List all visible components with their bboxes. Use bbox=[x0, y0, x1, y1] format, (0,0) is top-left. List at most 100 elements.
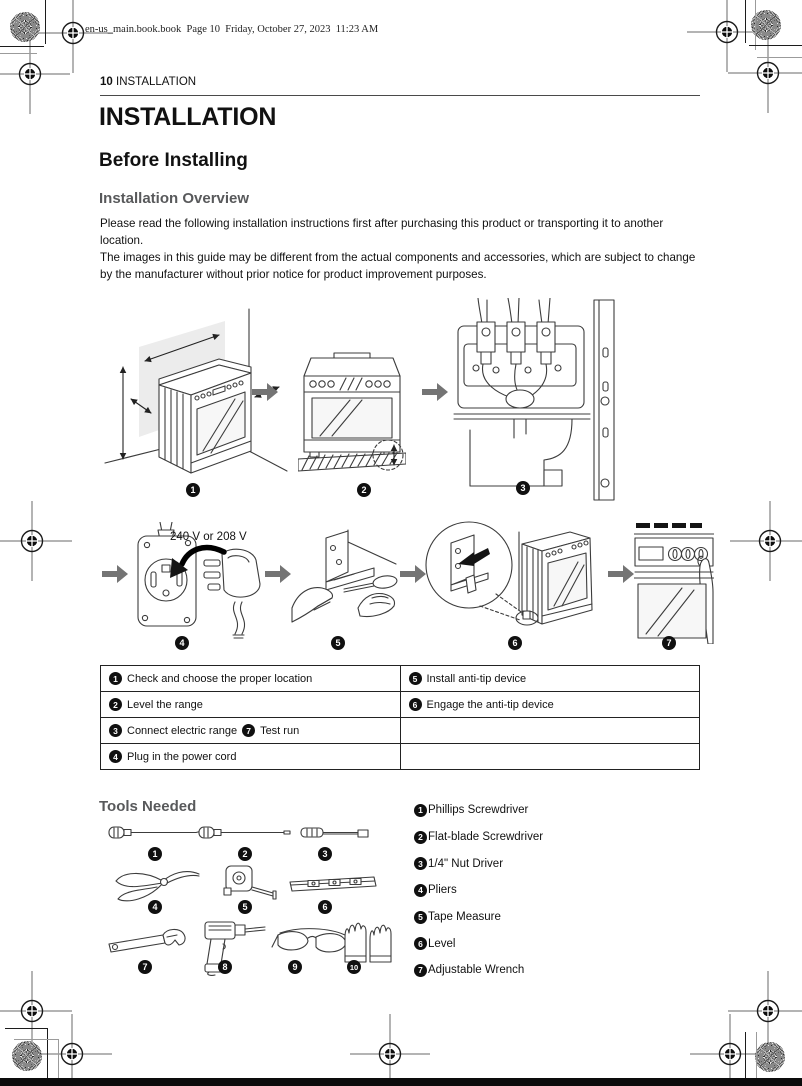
tool-badge: 9 bbox=[288, 960, 302, 974]
step-text: Plug in the power cord bbox=[127, 750, 237, 763]
trim-mark bbox=[756, 1032, 757, 1086]
tool-number-icon: 5 bbox=[414, 910, 427, 924]
level-icon bbox=[289, 876, 377, 892]
tool-badge: 7 bbox=[138, 960, 152, 974]
running-header-page-number: 10 bbox=[100, 76, 113, 88]
paragraph: Please read the following installation i… bbox=[100, 217, 664, 247]
right-arrow-icon bbox=[265, 565, 291, 583]
tool-number-icon: 3 bbox=[414, 857, 427, 871]
right-arrow-icon bbox=[422, 383, 448, 401]
tool-badge: 5 bbox=[238, 900, 252, 914]
step-text: Connect electric range bbox=[127, 724, 238, 737]
step-number-icon: 4 bbox=[109, 750, 122, 763]
tool-number-icon: 1 bbox=[414, 803, 427, 817]
trim-mark bbox=[745, 1032, 746, 1086]
table-row: 2 Level the range 6 Engage the anti-tip de… bbox=[100, 691, 700, 718]
flat-blade-screwdriver-icon bbox=[198, 826, 291, 839]
step-badge: 3 bbox=[516, 481, 530, 495]
check-location-illustration bbox=[104, 308, 288, 474]
trim-mark bbox=[5, 1028, 48, 1029]
step-text: Check and choose the proper location bbox=[127, 672, 313, 685]
trim-mark bbox=[0, 46, 44, 47]
level-range-illustration bbox=[298, 352, 406, 472]
step-text: Test run bbox=[260, 724, 300, 737]
step-text: Install anti-tip device bbox=[426, 672, 527, 685]
step-badge: 7 bbox=[662, 636, 676, 650]
trim-mark bbox=[47, 1028, 48, 1086]
step-badge: 5 bbox=[331, 636, 345, 650]
right-arrow-icon bbox=[608, 565, 634, 583]
safety-glasses-icon bbox=[271, 928, 355, 953]
trim-mark bbox=[745, 0, 746, 43]
tool-number-icon: 7 bbox=[414, 963, 427, 977]
registration-mark-icon bbox=[32, 1014, 112, 1086]
registration-mark-icon bbox=[0, 501, 72, 581]
tools-heading: Tools Needed bbox=[99, 798, 197, 815]
tool-badge: 4 bbox=[148, 900, 162, 914]
halftone-dot-icon bbox=[751, 10, 781, 40]
drill-icon bbox=[204, 921, 266, 976]
trim-mark bbox=[749, 45, 802, 46]
tool-label: Phillips Screwdriver bbox=[428, 804, 529, 817]
install-anti-tip-illustration bbox=[291, 529, 398, 623]
halftone-dot-icon bbox=[12, 1041, 42, 1071]
trim-mark bbox=[755, 0, 756, 50]
halftone-dot-icon bbox=[755, 1042, 785, 1072]
step-number-icon: 2 bbox=[109, 698, 122, 711]
step-text: Level the range bbox=[127, 698, 203, 711]
tool-number-icon: 2 bbox=[414, 830, 427, 844]
empty-cell bbox=[399, 743, 700, 770]
engage-anti-tip-illustration bbox=[425, 521, 593, 626]
tool-label: Adjustable Wrench bbox=[428, 964, 525, 977]
halftone-dot-icon bbox=[10, 12, 40, 42]
running-header-section: INSTALLATION bbox=[116, 76, 197, 88]
nut-driver-icon bbox=[300, 827, 369, 838]
running-header: 10 INSTALLATION bbox=[100, 76, 196, 88]
trim-mark bbox=[757, 57, 802, 58]
page-bottom-bar bbox=[0, 1078, 802, 1086]
overview-heading: Installation Overview bbox=[99, 190, 250, 207]
tool-badge: 2 bbox=[238, 847, 252, 861]
test-run-illustration bbox=[634, 523, 714, 644]
step-number-icon: 6 bbox=[408, 698, 422, 711]
print-file-header: en-us_main.book.book Page 10 Friday, Oct… bbox=[85, 24, 379, 35]
tool-label: Pliers bbox=[428, 884, 457, 897]
tool-badge: 1 bbox=[148, 847, 162, 861]
paragraph: The images in this guide may be differen… bbox=[100, 251, 696, 281]
page-title: INSTALLATION bbox=[99, 103, 277, 131]
voltage-label: 240 V or 208 V bbox=[170, 531, 247, 543]
step-number-icon: 1 bbox=[109, 672, 122, 685]
trim-mark bbox=[58, 1039, 59, 1086]
tool-number-icon: 6 bbox=[414, 937, 427, 951]
tool-badge: 8 bbox=[218, 960, 232, 974]
tape-measure-icon bbox=[223, 865, 277, 900]
step-number-icon: 7 bbox=[242, 724, 256, 737]
trim-mark bbox=[45, 0, 46, 44]
tool-label: Flat-blade Screwdriver bbox=[428, 831, 544, 844]
tool-badge: 3 bbox=[318, 847, 332, 861]
pliers-icon bbox=[115, 871, 200, 902]
work-gloves-icon bbox=[344, 922, 392, 963]
right-arrow-icon bbox=[102, 565, 128, 583]
section-heading: Before Installing bbox=[99, 150, 248, 171]
tool-label: Tape Measure bbox=[428, 911, 501, 924]
step-text: Engage the anti-tip device bbox=[426, 698, 554, 711]
right-arrow-icon bbox=[400, 565, 426, 583]
tool-badge: 6 bbox=[318, 900, 332, 914]
empty-cell bbox=[399, 717, 700, 744]
registration-mark-icon bbox=[350, 1014, 430, 1086]
table-row: 4 Plug in the power cord bbox=[100, 743, 700, 770]
header-rule bbox=[100, 95, 700, 96]
tool-badge: 10 bbox=[347, 960, 361, 974]
